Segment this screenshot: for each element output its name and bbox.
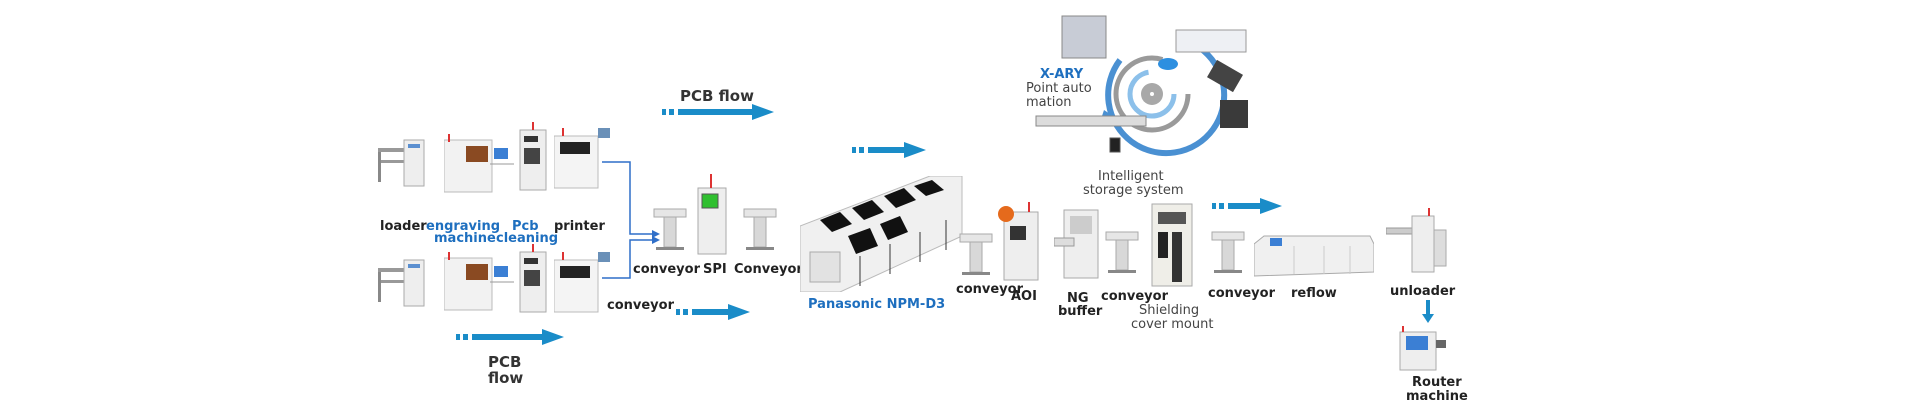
label-unloader: unloader xyxy=(1390,284,1456,299)
label-storage-line2: storage system xyxy=(1083,183,1184,198)
conveyor-machine-4 xyxy=(1104,228,1140,278)
flow-arrow-npm xyxy=(852,142,926,158)
printer-machine-upper xyxy=(554,124,610,194)
flow-arrow-top xyxy=(662,104,774,120)
engraving-machine-lower xyxy=(444,252,514,312)
label-conveyor-4: conveyor xyxy=(1101,289,1168,304)
pcb-flow-label-bottom-line1: PCB xyxy=(488,353,522,371)
loader-machine-lower xyxy=(378,250,426,310)
printer-machine-lower xyxy=(554,248,610,318)
ng-buffer-machine xyxy=(1054,208,1102,280)
flow-arrow-reflow xyxy=(1212,198,1282,214)
label-conveyor-3: conveyor xyxy=(956,282,1023,297)
label-engraving-line1: engraving xyxy=(426,219,501,234)
conveyor-machine-1 xyxy=(652,205,688,255)
x-ary-title: X-ARY xyxy=(1040,67,1084,82)
label-shielding-line2: cover mount xyxy=(1131,317,1214,332)
shielding-cover-mount-machine xyxy=(1150,202,1194,288)
conveyor-machine-3 xyxy=(958,230,994,280)
label-router-line1: Router xyxy=(1412,375,1462,390)
label-loader: loader xyxy=(380,219,427,234)
spi-machine xyxy=(694,174,730,258)
label-ng-buffer-line1: NG xyxy=(1067,291,1089,306)
flow-arrow-lower-conveyor xyxy=(676,304,750,320)
pcb-cleaning-machine-upper xyxy=(518,122,548,196)
flow-arrow-bottom xyxy=(456,329,568,345)
panasonic-npm-d3-machine xyxy=(800,176,980,292)
label-spi: SPI xyxy=(703,262,727,277)
loader-machine-upper xyxy=(378,130,426,190)
label-shielding-line1: Shielding xyxy=(1139,303,1200,318)
engraving-machine-upper xyxy=(444,134,514,194)
label-storage-line1: Intelligent xyxy=(1098,169,1164,184)
unloader-machine xyxy=(1386,208,1450,274)
conveyor-machine-2 xyxy=(742,205,778,255)
label-conveyor-lower: conveyor xyxy=(607,298,674,313)
x-ary-cycle-illustration xyxy=(1035,15,1248,157)
label-printer: printer xyxy=(554,219,605,234)
label-conveyor-1: conveyor xyxy=(633,262,700,277)
pcb-cleaning-machine-lower xyxy=(518,244,548,318)
down-arrow-icon xyxy=(1422,300,1434,323)
label-panasonic-npm-d3: Panasonic NPM-D3 xyxy=(808,297,946,312)
label-ng-buffer-line2: buffer xyxy=(1058,304,1103,319)
label-conveyor-5: conveyor xyxy=(1208,286,1275,301)
label-reflow: reflow xyxy=(1291,286,1337,301)
label-pcb-cleaning-line2: cleaning xyxy=(496,231,559,246)
label-router-line2: machine xyxy=(1406,389,1468,404)
pcb-flow-label-top: PCB flow xyxy=(680,87,754,105)
label-conveyor-2: Conveyor xyxy=(734,262,803,277)
label-pcb-cleaning-line1: Pcb xyxy=(512,219,539,234)
label-aoi: AOI xyxy=(1011,289,1037,304)
label-engraving-line2: machine xyxy=(434,231,496,246)
pcb-flow-label-bottom-line2: flow xyxy=(488,369,524,387)
reflow-machine xyxy=(1254,226,1374,278)
router-machine xyxy=(1398,326,1448,372)
x-ary-line1: Point auto xyxy=(1026,81,1092,96)
conveyor-machine-5 xyxy=(1210,228,1246,278)
x-ary-line2: mation xyxy=(1026,95,1072,110)
merge-connector xyxy=(602,161,660,279)
aoi-machine xyxy=(998,200,1044,282)
